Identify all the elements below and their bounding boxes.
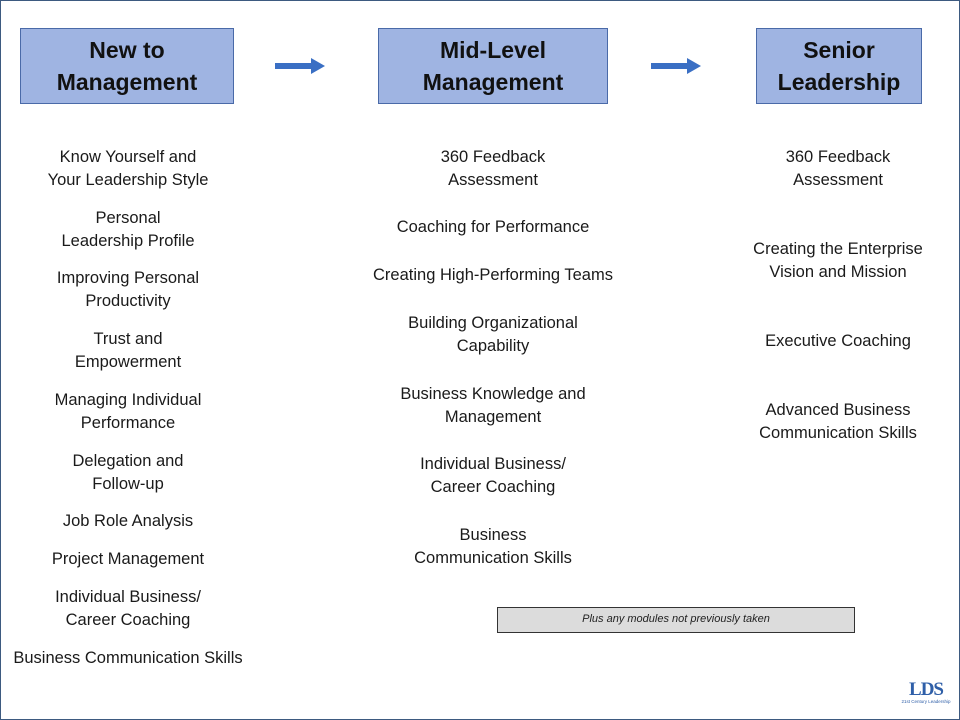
logo-tagline: 21st Century Leadership — [901, 699, 951, 704]
module-item: Building Organizational Capability — [408, 314, 578, 355]
modules-note: Plus any modules not previously taken — [497, 607, 855, 633]
module-item: Creating High-Performing Teams — [373, 266, 613, 284]
module-item: Personal Leadership Profile — [61, 209, 195, 250]
module-item: Trust and Empowerment — [74, 330, 182, 371]
module-item: 360 Feedback Assessment — [785, 148, 891, 189]
module-item: Improving Personal Productivity — [56, 269, 200, 310]
module-item: 360 Feedback Assessment — [440, 148, 546, 189]
arrow-right-icon — [651, 58, 701, 74]
arrow-right-icon — [275, 58, 325, 74]
module-item: Managing Individual Performance — [54, 391, 202, 432]
module-item: Job Role Analysis — [62, 512, 194, 530]
module-item: Coaching for Performance — [396, 218, 590, 236]
header-mid-level-management: Mid-Level Management — [378, 28, 608, 104]
module-item: Business Communication Skills — [414, 526, 572, 567]
module-item: Business Knowledge and Management — [400, 385, 586, 426]
module-item: Executive Coaching — [765, 332, 911, 350]
header-senior-leadership: Senior Leadership — [756, 28, 922, 104]
column-senior-leadership: 360 Feedback Assessment Creating the Ent… — [728, 0, 948, 720]
module-item: Individual Business/ Career Coaching — [55, 588, 201, 629]
module-item: Delegation and Follow-up — [72, 452, 184, 493]
lds-logo: LDS 21st Century Leadership — [898, 679, 954, 705]
column-mid-level-management: 360 Feedback Assessment Coaching for Per… — [362, 0, 624, 720]
column-new-to-management: Know Yourself and Your Leadership Style … — [0, 0, 256, 720]
module-item: Project Management — [51, 550, 205, 568]
logo-text: LDS — [909, 679, 944, 700]
module-item: Advanced Business Communication Skills — [759, 401, 917, 442]
header-new-to-management: New to Management — [20, 28, 234, 104]
module-item: Creating the Enterprise Vision and Missi… — [753, 240, 923, 281]
module-item: Individual Business/ Career Coaching — [420, 455, 566, 496]
module-item: Business Communication Skills — [13, 649, 243, 667]
module-item: Know Yourself and Your Leadership Style — [47, 148, 209, 189]
